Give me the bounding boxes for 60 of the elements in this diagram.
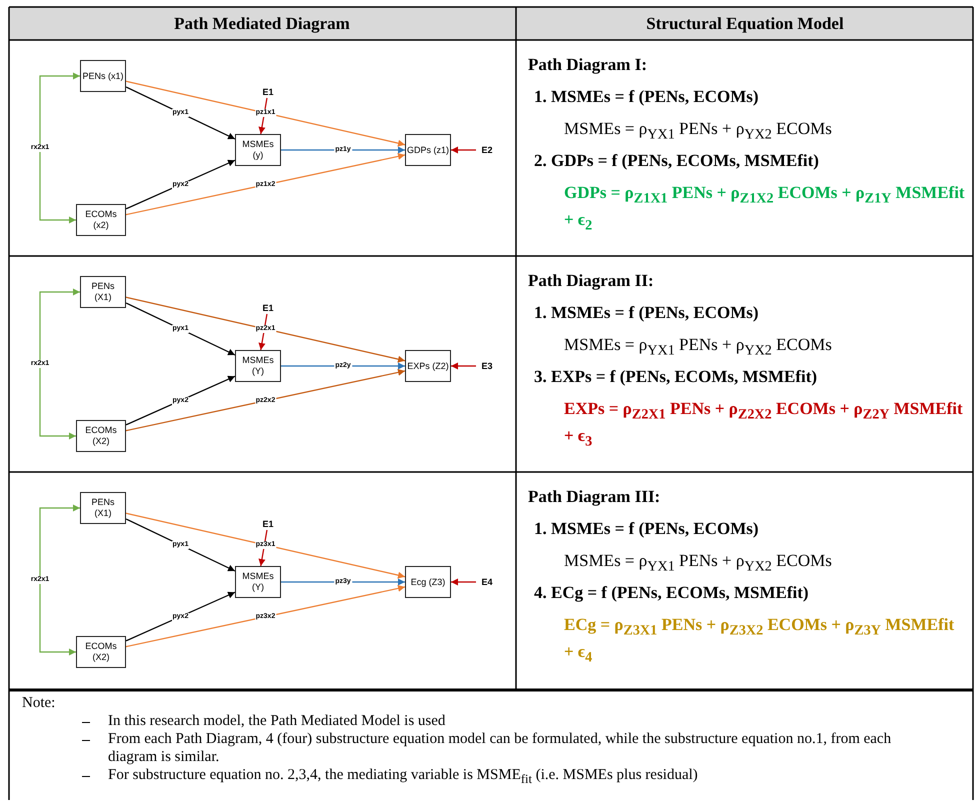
variable-box: MSMEs (Y): [235, 566, 281, 598]
equation-text: MSMEs = ρ$_{YX1}$ PENs + ρ$_{YX2}$ ECOMs: [564, 550, 833, 576]
error-term-label: E1: [258, 302, 278, 314]
numbered-equation: 1. MSMEs = f (PENs, ECOMs): [534, 86, 760, 108]
variable-box: Ecg (Z3): [405, 566, 451, 598]
arrow: [126, 302, 236, 356]
error-term-label: E3: [476, 360, 498, 372]
arrow: [451, 362, 476, 370]
variable-box: PENs (X1): [80, 276, 126, 308]
error-term-label: E2: [476, 144, 498, 156]
arrow: [126, 376, 236, 426]
variable-box: GDPs (z1): [405, 134, 451, 166]
variable-box: ECOMs (X2): [76, 636, 126, 668]
variable-box: MSMEs (y): [235, 134, 281, 166]
arrow: [126, 86, 236, 140]
equation-text: GDPs = ρ$_{Z1X1}$ PENs + ρ$_{Z1X2}$ ECOMs + ρ$_{Z1Y}$ MSMEfit + ϵ$_{2}$: [564, 182, 966, 236]
numbered-equation: 4. ECg = f (PENs, ECOMs, MSMEfit): [534, 582, 810, 604]
arrow: [258, 314, 268, 350]
equation-text: ECg = ρ$_{Z3X1}$ PENs + ρ$_{Z3X2}$ ECOMs + ρ$_{Z3Y}$ MSMEfit + ϵ$_{4}$: [564, 614, 956, 668]
equation-text: EXPs = ρ$_{Z2X1}$ PENs + ρ$_{Z2X2}$ ECOMs + ρ$_{Z2Y}$ MSMEfit + ϵ$_{3}$: [564, 398, 964, 452]
arrow: [126, 512, 406, 579]
arrow: [39, 504, 80, 656]
arrow: [126, 296, 406, 363]
column-header: Structural Equation Model: [645, 14, 845, 34]
arrow: [126, 518, 236, 572]
arrow: [126, 152, 406, 216]
arrow: [39, 72, 80, 224]
arrow: [126, 584, 406, 648]
note-heading: Note:: [22, 694, 56, 712]
variable-box: ECOMs (X2): [76, 420, 126, 452]
arrow: [126, 80, 406, 147]
error-term-label: E4: [476, 576, 498, 588]
arrow: [126, 368, 406, 432]
arrow: [258, 530, 268, 566]
variable-box: PENs (X1): [80, 492, 126, 524]
numbered-equation: 2. GDPs = f (PENs, ECOMs, MSMEfit): [534, 150, 820, 172]
numbered-equation: 1. MSMEs = f (PENs, ECOMs): [534, 518, 760, 540]
arrow: [126, 592, 236, 642]
numbered-equation: 1. MSMEs = f (PENs, ECOMs): [534, 302, 760, 324]
arrow: [39, 288, 80, 440]
column-header: Path Mediated Diagram: [173, 14, 351, 34]
variable-box: ECOMs (x2): [76, 204, 126, 236]
arrow: [451, 146, 476, 154]
equation-text: MSMEs = ρ$_{YX1}$ PENs + ρ$_{YX2}$ ECOMs: [564, 334, 833, 360]
arrow: [126, 160, 236, 210]
variable-box: PENs (x1): [80, 60, 126, 92]
note-item: From each Path Diagram, 4 (four) substructure equation model can be formulated, while the substructure equation no.1, from each diagram is similar.: [108, 730, 892, 766]
section-heading: Path Diagram II:: [528, 270, 655, 292]
variable-box: EXPs (Z2): [405, 350, 451, 382]
note-item: For substructure equation no. 2,3,4, the mediating variable is MSME$_{fit}$ (i.e. MSMEs plus residual): [108, 766, 699, 788]
variable-box: MSMEs (Y): [235, 350, 281, 382]
arrow: [258, 98, 268, 134]
note-item: In this research model, the Path Mediated Model is used: [108, 712, 446, 730]
section-heading: Path Diagram III:: [528, 486, 662, 508]
error-term-label: E1: [258, 86, 278, 98]
equation-text: MSMEs = ρ$_{YX1}$ PENs + ρ$_{YX2}$ ECOMs: [564, 118, 833, 144]
section-heading: Path Diagram I:: [528, 54, 648, 76]
numbered-equation: 3. EXPs = f (PENs, ECOMs, MSMEfit): [534, 366, 818, 388]
error-term-label: E1: [258, 518, 278, 530]
arrow: [451, 578, 476, 586]
